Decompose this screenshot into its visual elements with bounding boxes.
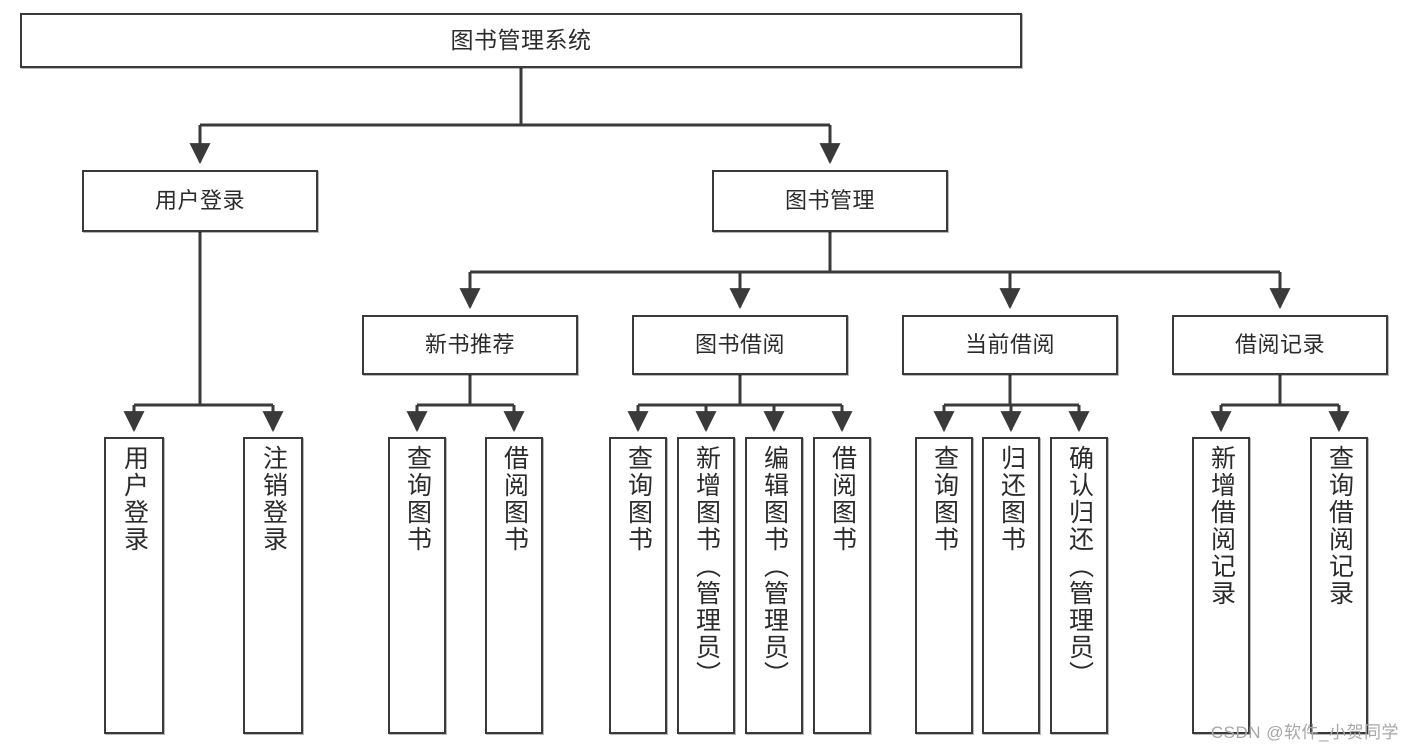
node-label: 借阅图书: [828, 445, 857, 553]
node-label: 注销登录: [259, 445, 288, 553]
leaf-user-login[interactable]: 用户登录: [104, 437, 164, 734]
leaf-query-book-new[interactable]: 查询图书: [388, 437, 446, 734]
node-label: 查询图书: [403, 445, 432, 553]
node-label: 当前借阅: [964, 331, 1055, 357]
node-label: 查询图书: [624, 445, 653, 553]
node-label: 用户登录: [120, 445, 149, 553]
leaf-query-book-current[interactable]: 查询图书: [915, 437, 973, 734]
node-label: 图书借阅: [694, 331, 785, 357]
node-borrow-record[interactable]: 借阅记录: [1172, 315, 1388, 375]
node-label: 编辑图书（管理员）: [760, 445, 789, 688]
leaf-confirm-return-admin[interactable]: 确认归还（管理员）: [1050, 437, 1108, 734]
node-user-login[interactable]: 用户登录: [82, 170, 318, 232]
leaf-add-borrow-record[interactable]: 新增借阅记录: [1192, 437, 1250, 734]
node-label: 图书管理: [784, 187, 875, 213]
node-current-borrow[interactable]: 当前借阅: [902, 315, 1118, 375]
leaf-user-logout[interactable]: 注销登录: [243, 437, 303, 734]
node-label: 新增图书（管理员）: [692, 445, 721, 688]
leaf-query-borrow-record[interactable]: 查询借阅记录: [1310, 437, 1368, 734]
node-root-system[interactable]: 图书管理系统: [20, 13, 1022, 68]
node-label: 查询借阅记录: [1325, 445, 1354, 607]
node-label: 用户登录: [154, 187, 245, 213]
leaf-query-book-borrow[interactable]: 查询图书: [609, 437, 667, 734]
node-book-management[interactable]: 图书管理: [712, 170, 948, 232]
leaf-return-book[interactable]: 归还图书: [982, 437, 1040, 734]
node-label: 确认归还（管理员）: [1065, 445, 1094, 688]
node-label: 图书管理系统: [450, 26, 592, 53]
leaf-borrow-book[interactable]: 借阅图书: [813, 437, 871, 734]
node-label: 新增借阅记录: [1207, 445, 1236, 607]
leaf-borrow-book-new[interactable]: 借阅图书: [485, 437, 543, 734]
node-label: 借阅图书: [500, 445, 529, 553]
node-label: 借阅记录: [1234, 331, 1325, 357]
node-label: 新书推荐: [424, 331, 515, 357]
watermark-text: CSDN @软件_小贺同学: [1210, 723, 1399, 742]
node-label: 查询图书: [930, 445, 959, 553]
node-label: 归还图书: [997, 445, 1026, 553]
leaf-add-book-admin[interactable]: 新增图书（管理员）: [677, 437, 735, 734]
leaf-edit-book-admin[interactable]: 编辑图书（管理员）: [745, 437, 803, 734]
node-new-book-recommend[interactable]: 新书推荐: [362, 315, 578, 375]
node-book-borrow[interactable]: 图书借阅: [632, 315, 848, 375]
